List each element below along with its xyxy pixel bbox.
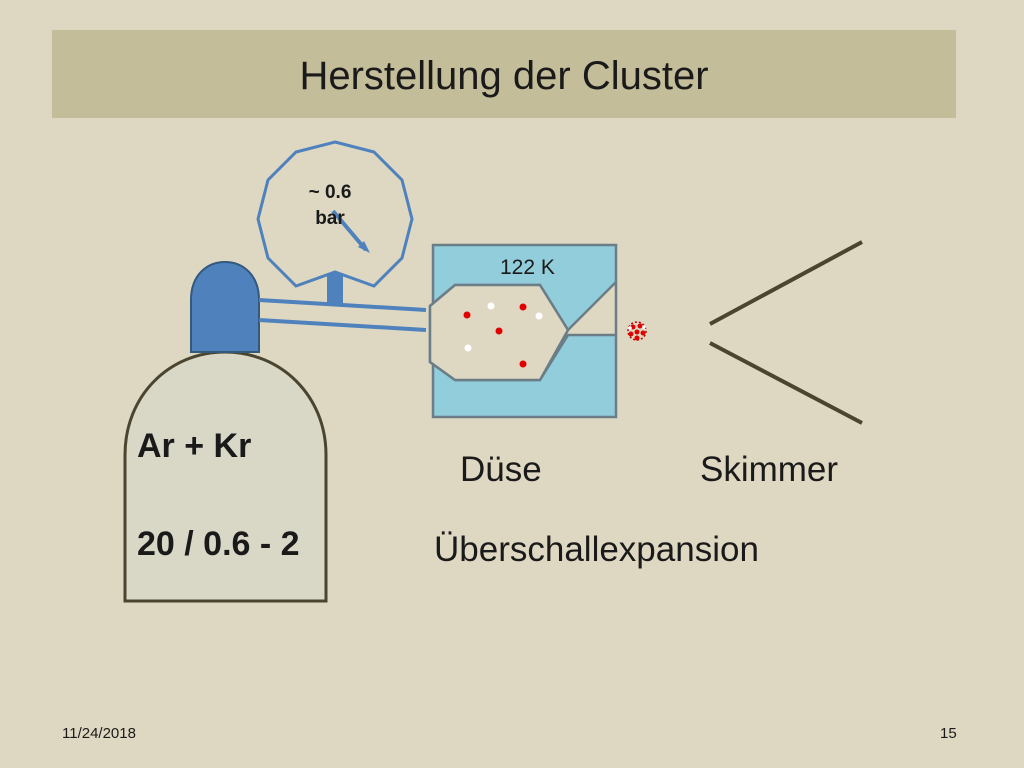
gauge-value: ~ 0.6 (308, 182, 352, 203)
gauge-stem (327, 270, 343, 306)
nozzle-temperature: 122 K (500, 256, 555, 279)
gauge-unit: bar (315, 208, 345, 229)
gauge-needle (331, 209, 368, 252)
title-bar: Herstellung der Cluster (52, 30, 956, 118)
gas-cylinder-cap-icon (190, 260, 260, 353)
footer-date: 11/24/2018 (62, 725, 136, 742)
process-label: Überschallexpansion (434, 530, 759, 569)
slide-title: Herstellung der Cluster (299, 54, 709, 98)
nozzle-label: Düse (460, 450, 542, 489)
pressure-ratio-label: 20 / 0.6 - 2 (137, 525, 300, 563)
gas-mixture-label: Ar + Kr (137, 427, 252, 465)
slide-number: 15 (940, 725, 957, 742)
skimmer (709, 240, 863, 425)
cluster-icon (627, 321, 647, 341)
gauge-readout: ~ 0.6 bar (290, 180, 370, 232)
gas-atoms (463, 302, 543, 368)
gauge-needle-tip (358, 241, 370, 253)
skimmer-label: Skimmer (700, 450, 839, 489)
